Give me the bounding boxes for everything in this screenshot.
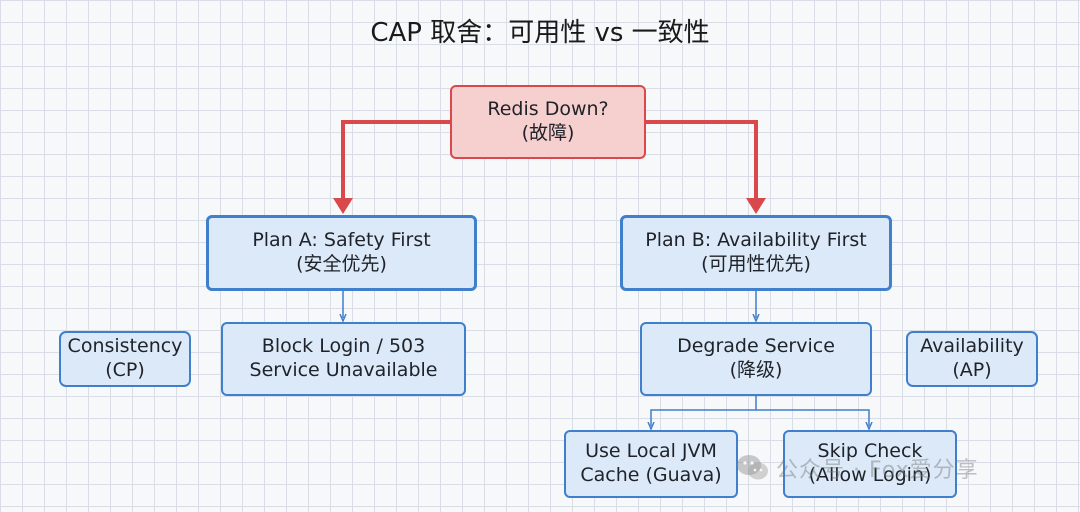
skip-check-node: Skip Check (Allow Login) [783, 430, 957, 498]
plan-b-line2: (可用性优先) [701, 253, 811, 275]
watermark: 公众号 · Fox爱分享 [736, 452, 979, 484]
block-login-line1: Block Login / 503 [261, 335, 426, 358]
root-node-line2: (故障) [521, 122, 575, 144]
block-login-line2: Service Unavailable [249, 359, 438, 381]
red-arrow-right [646, 120, 758, 200]
plan-a-line2: (安全优先) [296, 253, 387, 275]
root-node-line1: Redis Down? [487, 98, 609, 121]
consistency-line2: (CP) [105, 359, 145, 381]
wechat-icon [737, 455, 768, 480]
local-cache-line2: Cache (Guava) [580, 464, 722, 486]
degrade-service-node: Degrade Service (降级) [640, 322, 872, 396]
root-node-redis-down: Redis Down? (故障) [450, 85, 646, 159]
degrade-line1: Degrade Service [677, 335, 835, 358]
skip-check-line2: (Allow Login) [808, 464, 932, 486]
arrow-degrade-to-skip [756, 409, 869, 426]
consistency-label: Consistency (CP) [59, 331, 191, 387]
diagram-title: CAP 取舍：可用性 vs 一致性 [370, 18, 710, 48]
red-arrow-left [341, 120, 450, 200]
availability-line1: Availability [920, 335, 1024, 358]
block-login-node: Block Login / 503 Service Unavailable [221, 322, 466, 396]
watermark-text: 公众号 · Fox爱分享 [776, 458, 979, 483]
plan-a-node: Plan A: Safety First (安全优先) [206, 215, 477, 291]
consistency-line1: Consistency [67, 335, 183, 358]
plan-a-line1: Plan A: Safety First [252, 229, 431, 252]
local-cache-node: Use Local JVM Cache (Guava) [564, 430, 738, 498]
plan-b-node: Plan B: Availability First (可用性优先) [620, 215, 892, 291]
plan-b-line1: Plan B: Availability First [645, 229, 867, 252]
degrade-line2: (降级) [729, 359, 783, 381]
availability-line2: (AP) [952, 359, 992, 381]
skip-check-line1: Skip Check [817, 440, 923, 463]
local-cache-line1: Use Local JVM [585, 440, 717, 463]
red-arrowhead-right [746, 198, 766, 214]
arrow-degrade-to-cache [651, 396, 757, 426]
red-arrowhead-left [333, 198, 353, 214]
availability-label: Availability (AP) [906, 331, 1038, 387]
